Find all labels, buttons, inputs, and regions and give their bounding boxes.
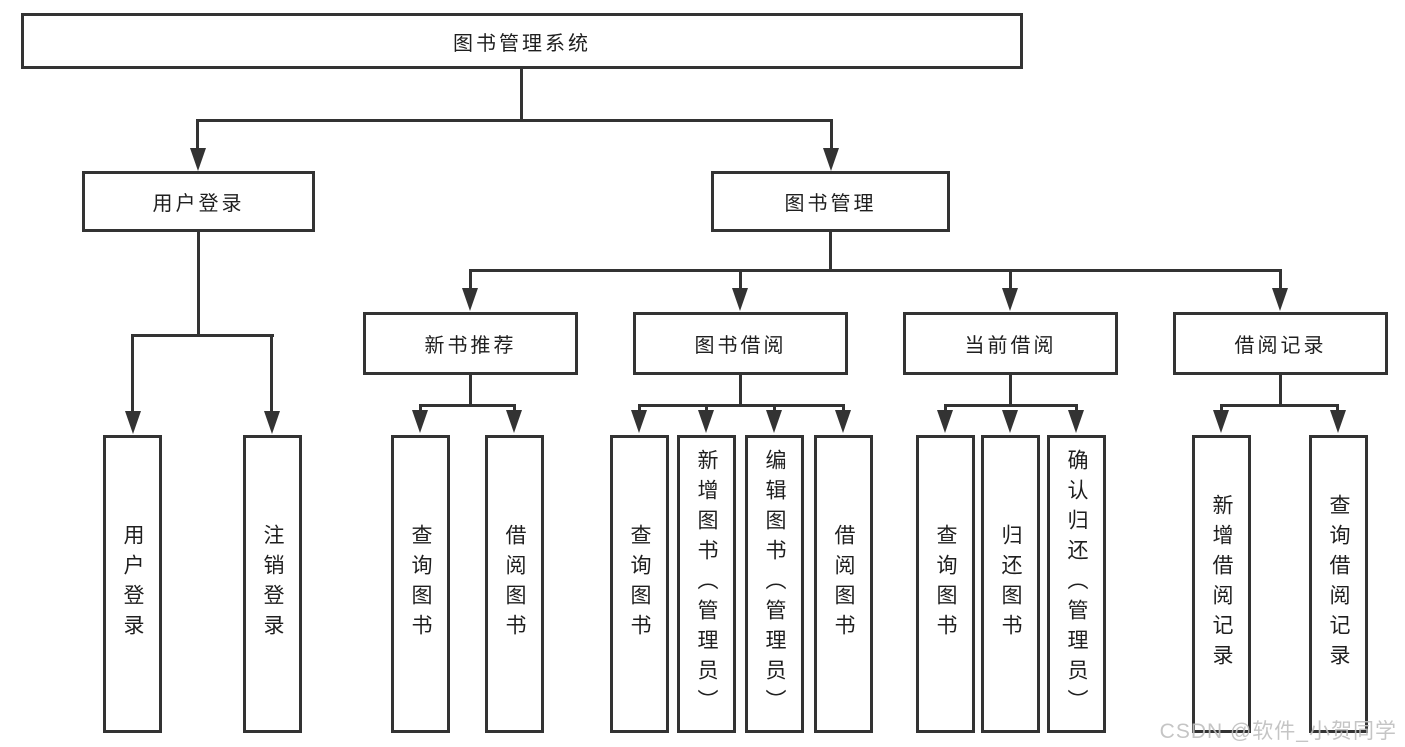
leaf-logout-login: 注销登录 <box>243 435 302 733</box>
leaf-borrow-book: 借阅图书 <box>814 435 873 733</box>
arrow-down-icon <box>1002 410 1018 433</box>
leaf-borrow-book-recommend: 借阅图书 <box>485 435 544 733</box>
node-user-login: 用户登录 <box>82 171 315 232</box>
node-book-borrow: 图书借阅 <box>633 312 848 375</box>
leaf-add-book-admin: 新增图书（管理员） <box>677 435 736 733</box>
leaf-query-book-recommend: 查询图书 <box>391 435 450 733</box>
connector-line <box>773 404 776 414</box>
arrow-down-icon <box>462 288 478 311</box>
connector-line <box>842 404 845 414</box>
connector-line <box>520 68 523 122</box>
connector-line <box>830 119 833 153</box>
arrow-down-icon <box>823 148 839 171</box>
connector-line <box>196 119 199 153</box>
connector-line <box>944 404 947 414</box>
arrow-down-icon <box>125 411 141 434</box>
leaf-query-book-current: 查询图书 <box>916 435 975 733</box>
arrow-down-icon <box>190 148 206 171</box>
node-new-book-recommend: 新书推荐 <box>363 312 578 375</box>
connector-line <box>638 404 641 414</box>
connector-line <box>638 404 844 407</box>
leaf-return-book: 归还图书 <box>981 435 1040 733</box>
leaf-query-book-borrow: 查询图书 <box>610 435 669 733</box>
connector-line <box>1279 269 1282 292</box>
leaf-user-login: 用户登录 <box>103 435 162 733</box>
connector-line <box>419 404 422 414</box>
connector-line <box>739 374 742 407</box>
arrow-down-icon <box>732 288 748 311</box>
leaf-query-borrow-record: 查询借阅记录 <box>1309 435 1368 733</box>
connector-line <box>944 404 1078 407</box>
connector-line <box>196 119 833 122</box>
node-book-management: 图书管理 <box>711 171 950 232</box>
arrow-down-icon <box>506 410 522 433</box>
connector-line <box>469 269 1282 272</box>
connector-line <box>513 404 516 414</box>
arrow-down-icon <box>1068 410 1084 433</box>
arrow-down-icon <box>1272 288 1288 311</box>
leaf-confirm-return-admin: 确认归还（管理员） <box>1047 435 1106 733</box>
arrow-down-icon <box>937 410 953 433</box>
arrow-down-icon <box>835 410 851 433</box>
connector-line <box>1009 374 1012 407</box>
connector-line <box>469 269 472 292</box>
arrow-down-icon <box>698 410 714 433</box>
connector-line <box>469 374 472 407</box>
connector-line <box>270 334 273 414</box>
connector-line <box>829 230 832 272</box>
connector-line <box>131 334 274 337</box>
arrow-down-icon <box>1330 410 1346 433</box>
connector-line <box>1336 404 1339 414</box>
connector-line <box>419 404 516 407</box>
connector-line <box>197 230 200 337</box>
arrow-down-icon <box>264 411 280 434</box>
connector-line <box>1220 404 1223 414</box>
node-library-management-system: 图书管理系统 <box>21 13 1023 69</box>
connector-line <box>1009 269 1012 292</box>
arrow-down-icon <box>1213 410 1229 433</box>
connector-line <box>1279 374 1282 407</box>
watermark: CSDN @软件_小贺同学 <box>1159 720 1397 743</box>
connector-line <box>739 269 742 292</box>
node-borrow-record: 借阅记录 <box>1173 312 1388 375</box>
arrow-down-icon <box>766 410 782 433</box>
connector-line <box>1075 404 1078 414</box>
leaf-edit-book-admin: 编辑图书（管理员） <box>745 435 804 733</box>
connector-line <box>131 334 134 414</box>
arrow-down-icon <box>412 410 428 433</box>
node-current-borrow: 当前借阅 <box>903 312 1118 375</box>
arrow-down-icon <box>631 410 647 433</box>
arrow-down-icon <box>1002 288 1018 311</box>
connector-line <box>705 404 708 414</box>
connector-line <box>1220 404 1339 407</box>
leaf-add-borrow-record: 新增借阅记录 <box>1192 435 1251 733</box>
